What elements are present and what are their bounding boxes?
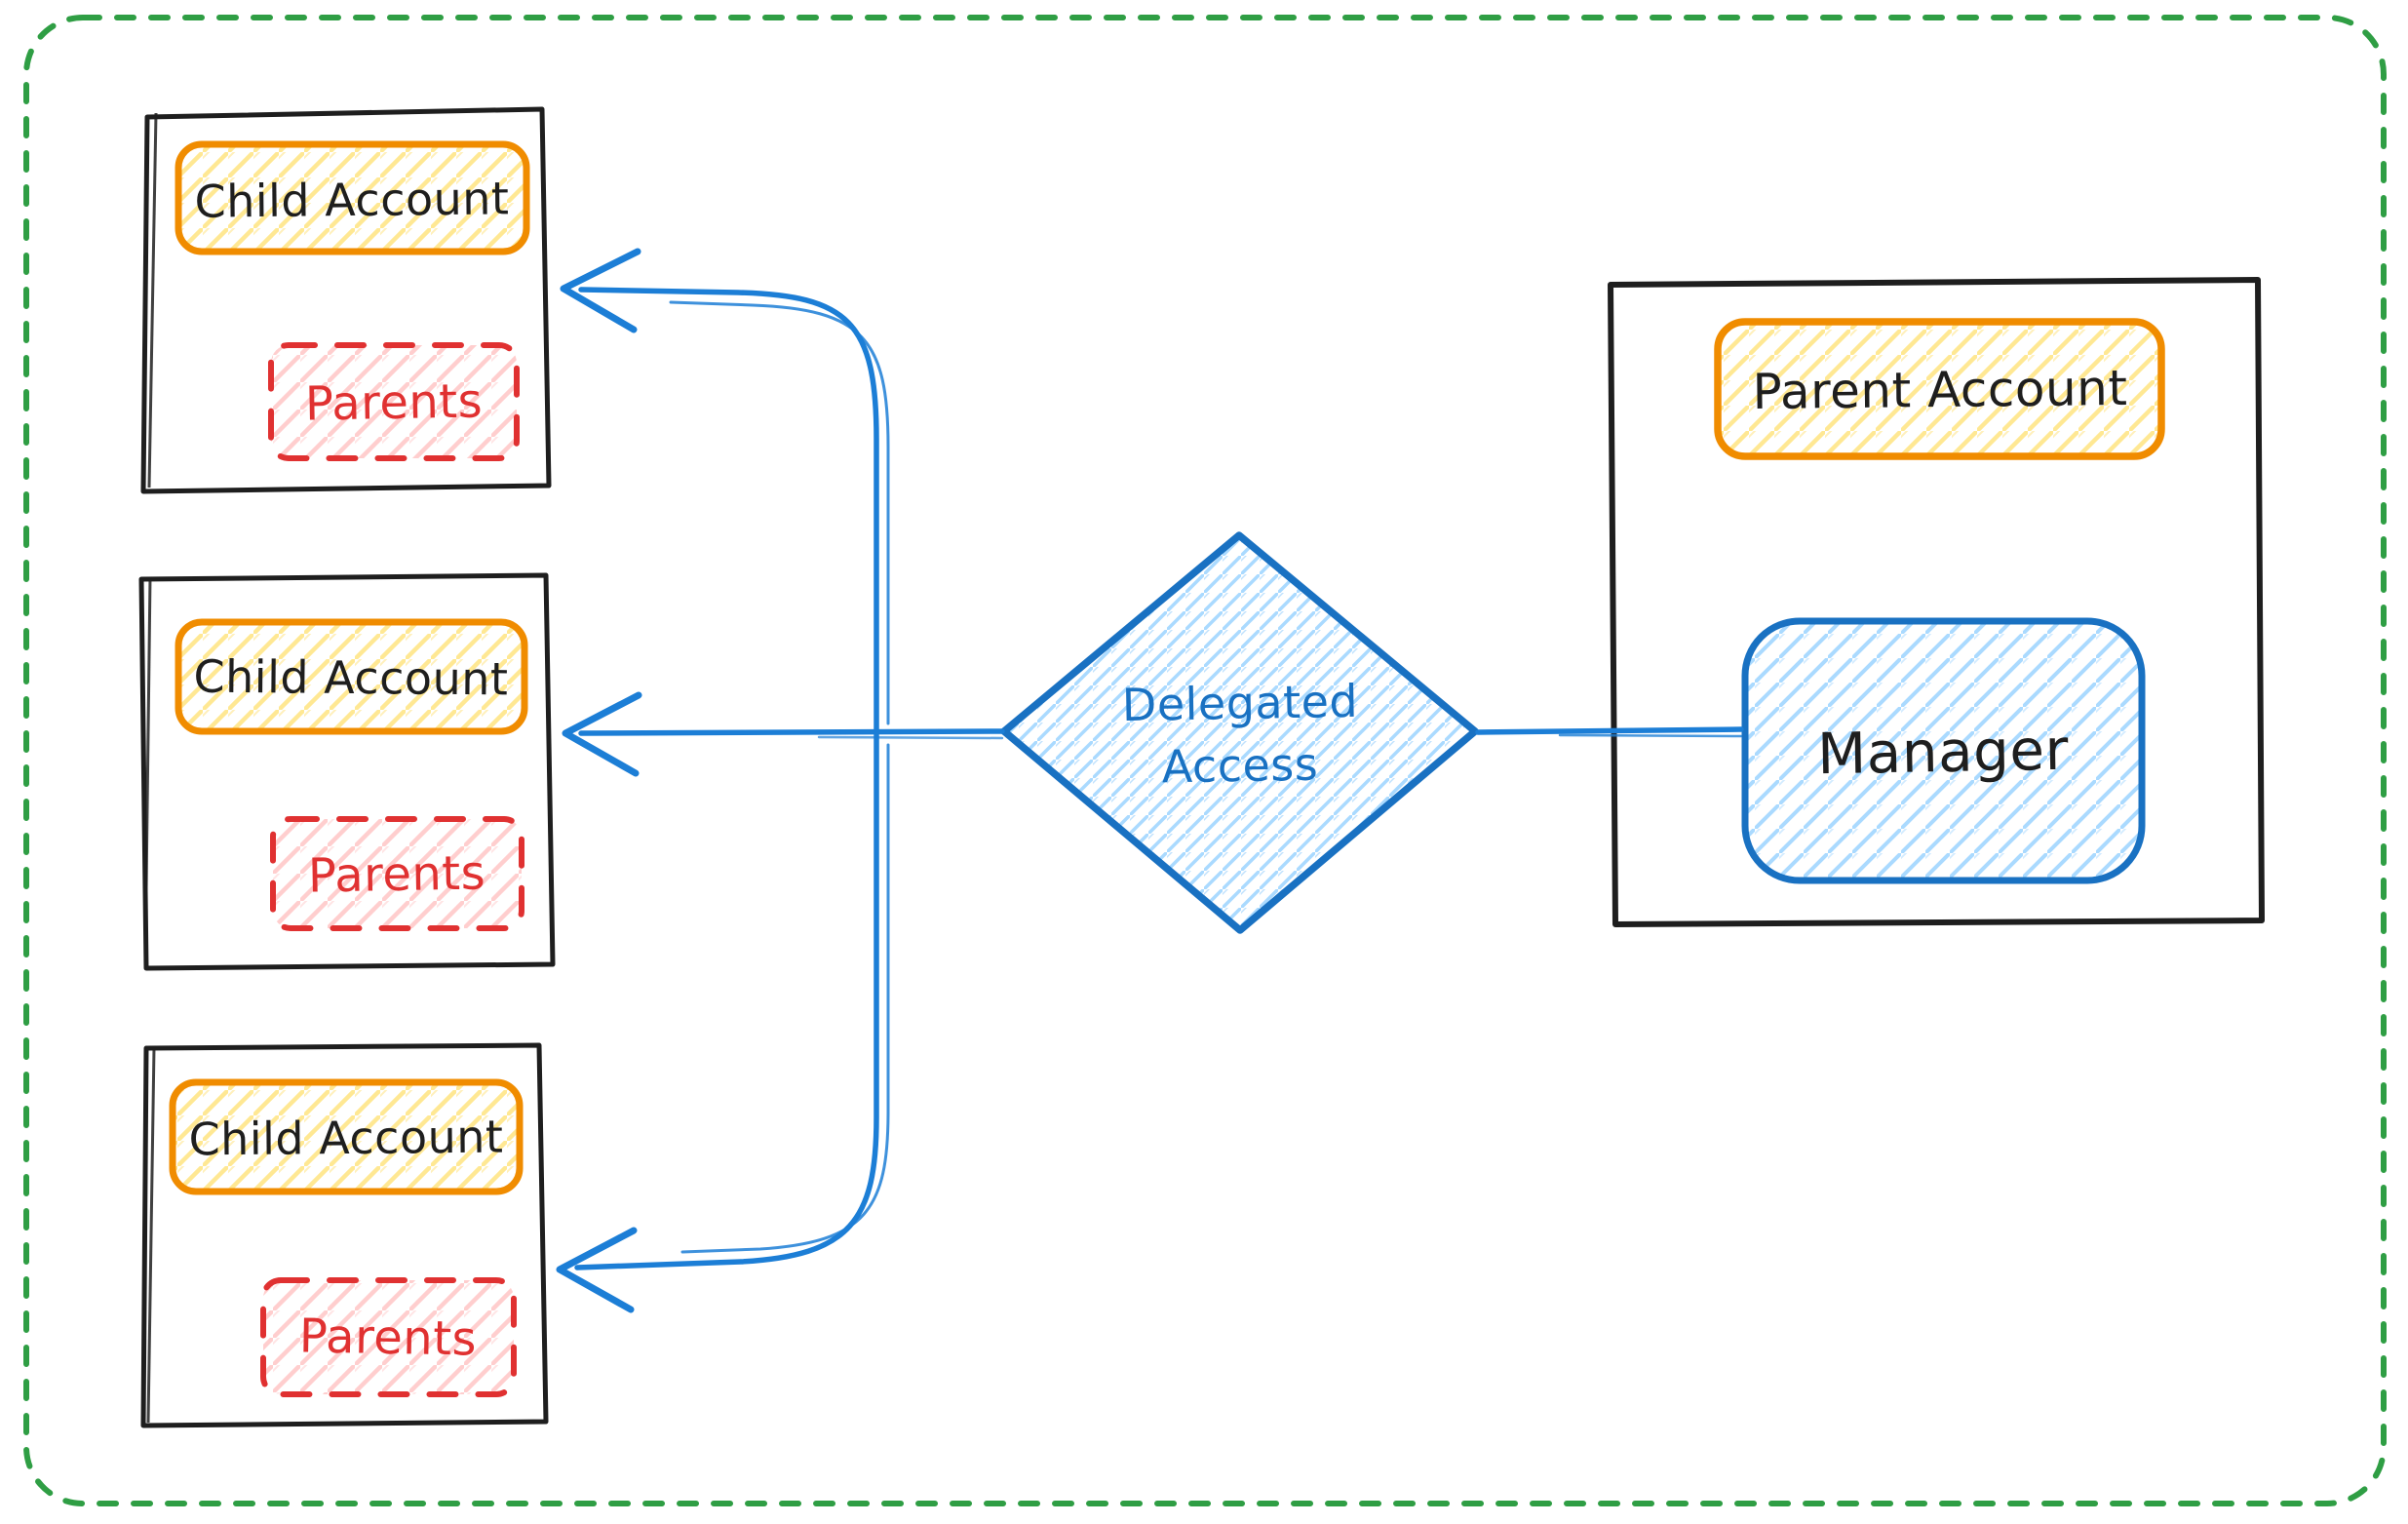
connector-lines: [556, 248, 1744, 1313]
parent-account-label: Parent Account: [1752, 360, 2127, 420]
child-account-label-3: Child Account: [188, 1111, 503, 1166]
parent-box: Parent Account Manager: [1608, 277, 2265, 927]
edge-diamond-to-child-2-sketch: [817, 735, 1004, 740]
parents-label-2: Parents: [307, 845, 485, 903]
diamond-label-line1: Delegated: [1121, 675, 1358, 731]
child-box-2-sketch-stroke: [143, 576, 152, 966]
child-box-1-sketch-stroke: [147, 112, 158, 488]
child-box-2: Child Account Parents: [138, 572, 556, 971]
child-account-badge-3: [169, 1078, 524, 1195]
parents-badge-2: [270, 816, 524, 931]
child-box-1: Child Account Parents: [140, 106, 552, 494]
arrowhead-child-2: [562, 691, 642, 777]
delegated-access-diamond: Delegated Access: [1000, 531, 1479, 934]
edge-diamond-to-child-1: [578, 287, 879, 736]
child-box-3: Child Account Parents: [140, 1042, 549, 1428]
manager-label: Manager: [1817, 717, 2070, 787]
parents-badge-3: [260, 1277, 517, 1397]
parents-label-3: Parents: [298, 1309, 477, 1366]
child-box-3-sketch-stroke: [146, 1046, 156, 1424]
edge-manager-to-diamond: [1475, 726, 1744, 735]
diamond-label-line2: Access: [1161, 738, 1318, 794]
manager-node: [1741, 617, 2146, 884]
edge-manager-to-diamond-sketch: [1558, 733, 1743, 738]
child-account-label-2: Child Account: [193, 650, 508, 706]
edge-diamond-to-child-3: [574, 730, 879, 1270]
edge-diamond-to-child-1-sketch: [669, 300, 890, 725]
child-account-badge-1: [175, 140, 530, 255]
edge-diamond-to-child-2: [578, 728, 1005, 736]
arrowhead-child-1: [560, 248, 641, 333]
outer-dashed-frame: [23, 15, 2387, 1506]
edge-diamond-to-child-3-sketch: [680, 743, 890, 1254]
parents-badge-1: [268, 342, 520, 461]
parents-label-1: Parents: [304, 373, 483, 431]
arrowhead-child-3: [556, 1227, 638, 1313]
parent-account-badge: [1714, 318, 2165, 460]
child-account-badge-2: [175, 618, 528, 735]
diamond-shape: [1000, 531, 1479, 934]
child-account-label-1: Child Account: [194, 172, 509, 227]
